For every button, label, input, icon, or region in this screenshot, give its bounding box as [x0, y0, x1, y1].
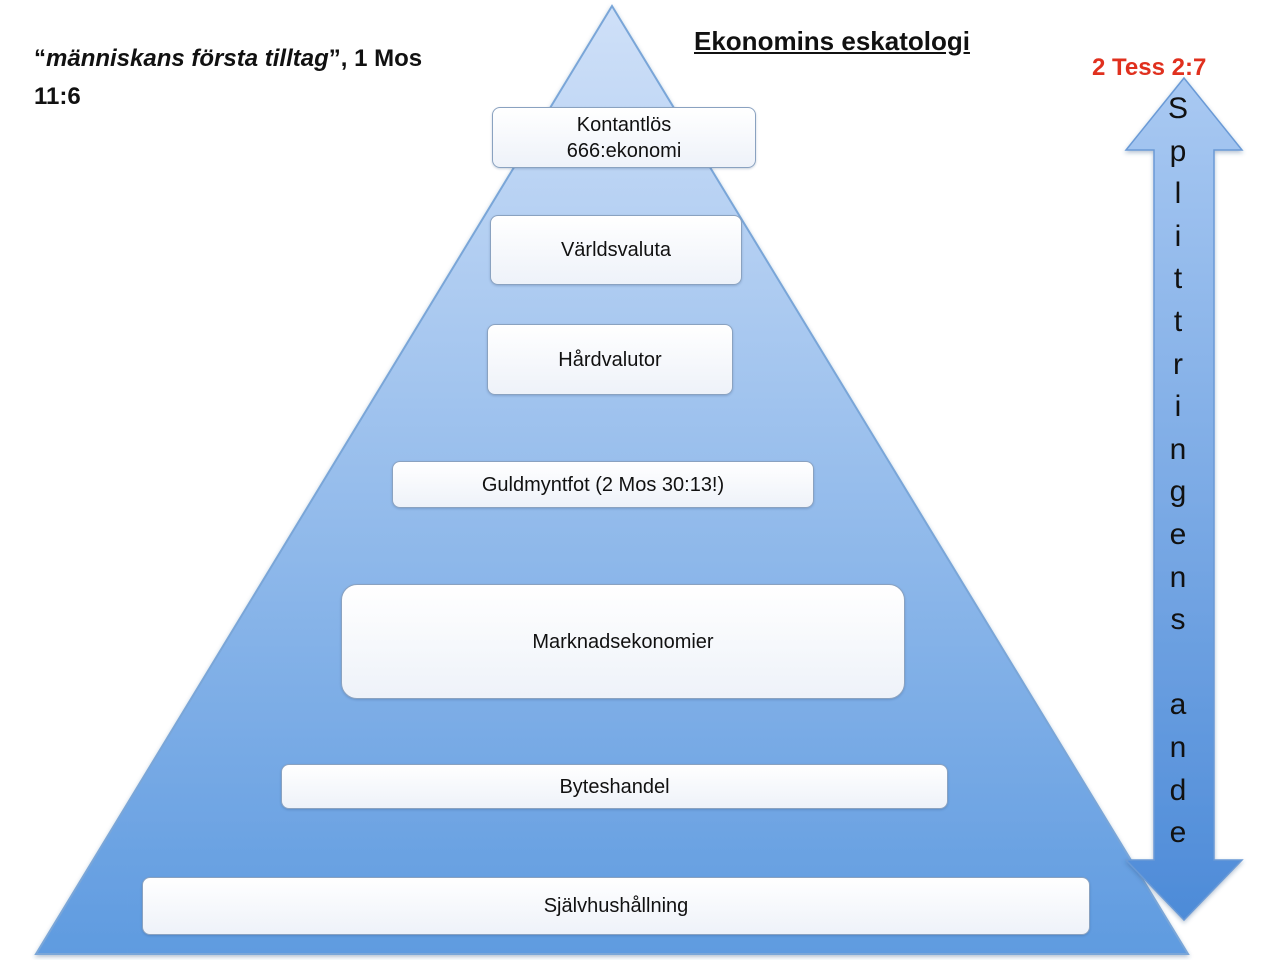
pyramid-level-byteshandel: Byteshandel [281, 764, 948, 809]
pyramid-level-kontantlos: Kontantlös 666:ekonomi [492, 107, 756, 168]
pyramid-level-hardvalutor: Hårdvalutor [487, 324, 733, 395]
pyramid-level-marknadsekonomier: Marknadsekonomier [341, 584, 905, 699]
arrow-letter: d [1169, 773, 1187, 807]
arrow-letter: r [1173, 347, 1183, 381]
pyramid-level-label: Byteshandel [559, 775, 670, 798]
arrow-letter: n [1169, 432, 1187, 466]
arrow-letter: i [1174, 219, 1182, 253]
pyramid-level-label: Självhushållning [543, 895, 689, 917]
pyramid-level-label: Världsvaluta [560, 239, 672, 261]
arrow-letter: l [1174, 177, 1182, 211]
double-headed-arrow [1124, 76, 1244, 922]
arrow-letter: n [1169, 730, 1187, 764]
quote-text: “människans första tilltag”, 1 Mos 11:6 [34, 40, 474, 116]
arrow-letter [1148, 642, 1208, 685]
arrow-letter: a [1169, 688, 1187, 722]
quote-open-mark: “ [34, 45, 46, 72]
pyramid-level-label: Hårdvalutor [558, 348, 662, 371]
arrow-letter: t [1173, 304, 1183, 338]
arrow-letter: t [1173, 262, 1183, 296]
arrow-letter: s [1170, 603, 1186, 637]
pyramid-level-varldsvaluta: Världsvaluta [490, 215, 742, 285]
arrow-letter: n [1169, 560, 1187, 594]
pyramid-level-label: Marknadsekonomier [532, 630, 714, 653]
pyramid-level-sjalvhushallning: Självhushållning [142, 877, 1090, 935]
pyramid-level-label: Kontantlös 666:ekonomi [566, 113, 682, 162]
verse-reference: 2 Tess 2:7 [1092, 54, 1207, 81]
arrow-letter: S [1167, 92, 1188, 125]
pyramid-level-label: Guldmyntfot (2 Mos 30:13!) [481, 473, 725, 496]
arrow-letter: e [1169, 816, 1187, 850]
pyramid-level-guldmyntfot: Guldmyntfot (2 Mos 30:13!) [392, 461, 814, 508]
arrow-letter: i [1174, 390, 1182, 424]
quote-reference: ”, 1 Mos 11:6 [34, 45, 423, 110]
arrow-letter: e [1169, 517, 1187, 551]
diagram-title: Ekonomins eskatologi [694, 26, 970, 56]
arrow-letter: g [1169, 475, 1187, 509]
quote-italic: människans första tilltag [46, 45, 329, 72]
arrow-letter: p [1169, 134, 1187, 168]
